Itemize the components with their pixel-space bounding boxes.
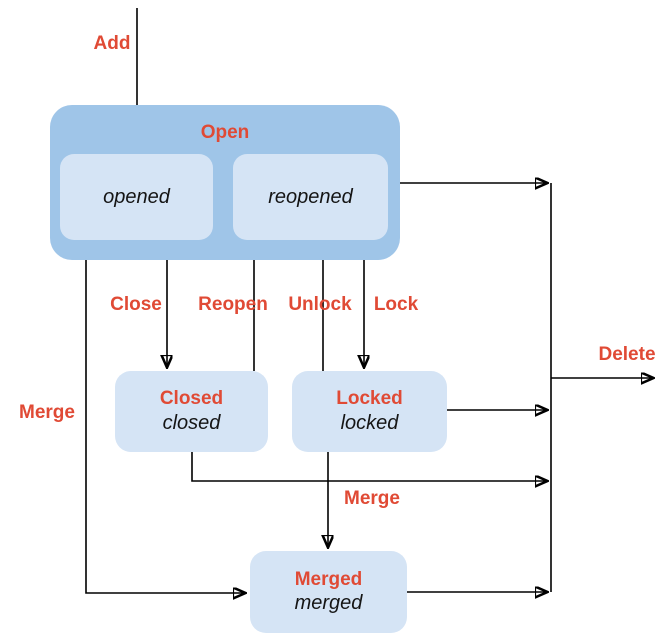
transition-label-reopen: Reopen bbox=[198, 294, 268, 315]
opened-state-name: opened bbox=[103, 185, 170, 208]
transition-label-close: Close bbox=[110, 294, 162, 315]
locked-state-label: Locked bbox=[336, 388, 403, 410]
merged-state-label: Merged bbox=[294, 568, 363, 590]
state-closed: Closed closed bbox=[115, 371, 268, 452]
state-opened: opened bbox=[60, 154, 213, 240]
transition-label-delete: Delete bbox=[598, 344, 656, 365]
transition-label-merge-left: Merge bbox=[19, 402, 75, 423]
reopened-state-name: reopened bbox=[268, 185, 353, 208]
transition-label-unlock: Unlock bbox=[288, 294, 352, 315]
transition-label-add: Add bbox=[93, 33, 131, 54]
merged-state-name: merged bbox=[294, 592, 363, 615]
state-group-open: Open opened reopened bbox=[50, 105, 400, 260]
state-reopened: reopened bbox=[233, 154, 388, 240]
locked-state-name: locked bbox=[340, 411, 399, 434]
arrow-closed-to-delete-bus bbox=[191, 451, 546, 481]
transition-label-merge-bottom: Merge bbox=[344, 488, 400, 509]
open-group-label: Open bbox=[200, 122, 250, 143]
state-merged: Merged merged bbox=[250, 551, 407, 633]
state-locked: Locked locked bbox=[292, 371, 447, 452]
closed-state-name: closed bbox=[162, 411, 221, 434]
closed-state-label: Closed bbox=[159, 388, 224, 410]
transition-label-lock: Lock bbox=[373, 294, 419, 315]
